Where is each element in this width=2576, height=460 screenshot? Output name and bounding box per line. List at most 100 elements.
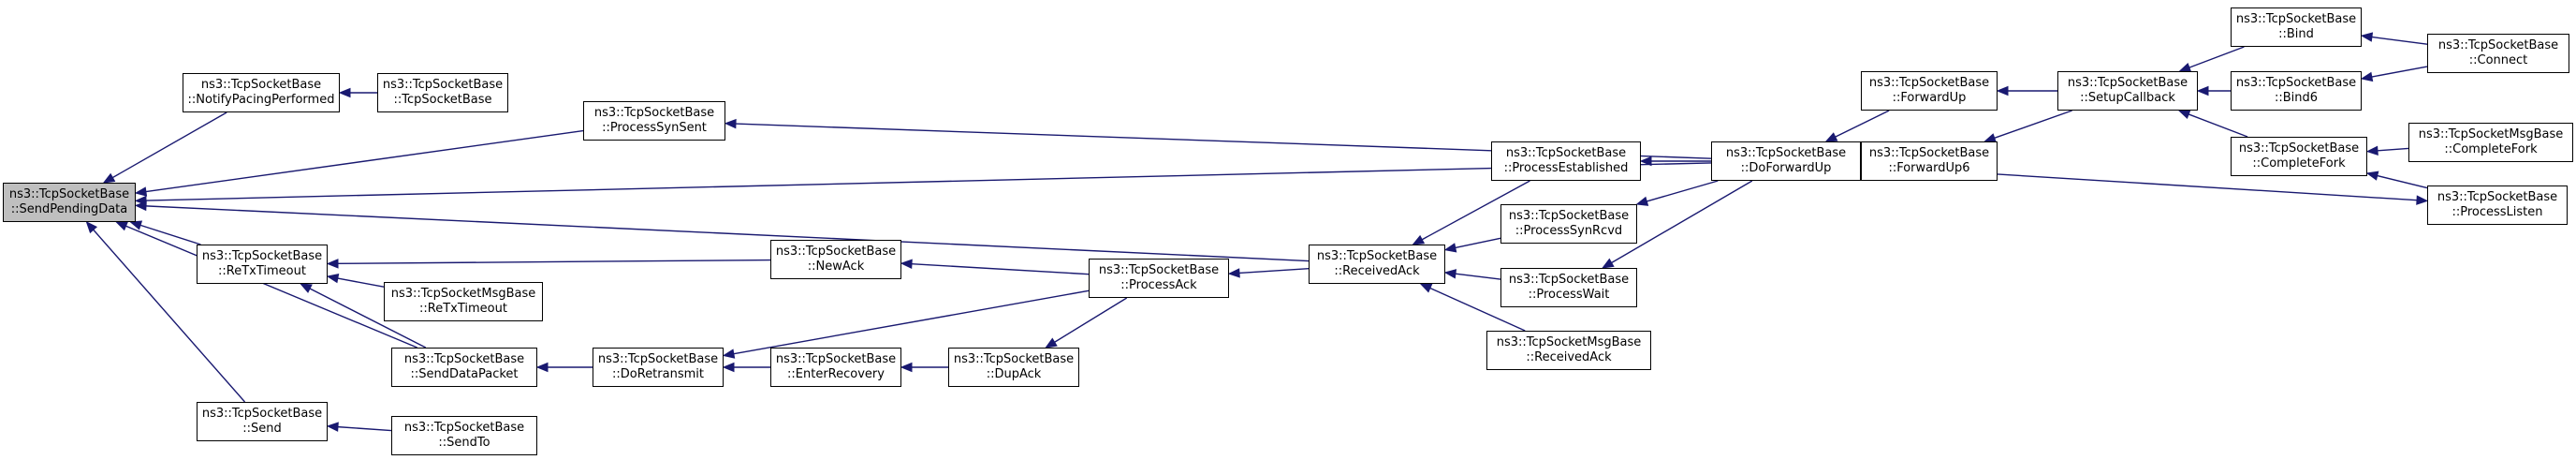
node-method-label: ::Bind — [2278, 27, 2314, 41]
call-edge — [1238, 268, 1310, 275]
graph-node[interactable]: ns3::TcpSocketBase::ProcessEstablished — [1491, 141, 1641, 181]
graph-node[interactable]: ns3::TcpSocketBase::Connect — [2427, 34, 2569, 73]
graph-node[interactable]: ns3::TcpSocketBase::DoForwardUp — [1711, 141, 1861, 181]
arrowhead-icon — [1045, 337, 1058, 349]
graph-node[interactable]: ns3::TcpSocketBase::SetupCallback — [2057, 71, 2198, 111]
graph-node[interactable]: ns3::TcpSocketBase::ReTxTimeout — [197, 245, 328, 284]
node-namespace-label: ns3::TcpSocketMsgBase — [2418, 127, 2564, 141]
graph-node[interactable]: ns3::TcpSocketBase::NewAck — [770, 240, 901, 279]
node-method-label: ::ForwardUp6 — [1888, 161, 1970, 175]
arrowhead-icon — [1601, 258, 1615, 269]
graph-node[interactable]: ns3::TcpSocketBase::ForwardUp6 — [1861, 141, 1998, 181]
node-namespace-label: ns3::TcpSocketBase — [2235, 76, 2357, 90]
arrowhead-icon — [900, 362, 913, 373]
call-edge — [1429, 287, 1526, 332]
arrowhead-icon — [115, 221, 128, 231]
node-namespace-label: ns3::TcpSocketBase — [2437, 190, 2558, 204]
arrowhead-icon — [326, 273, 340, 284]
call-edge — [309, 288, 427, 349]
node-namespace-label: ns3::TcpSocketBase — [8, 187, 130, 201]
arrowhead-icon — [134, 200, 147, 212]
call-edge — [2188, 113, 2248, 138]
node-method-label: ::SendDataPacket — [410, 367, 519, 381]
node-method-label: ::ReceivedAck — [1526, 350, 1612, 364]
node-method-label: ::Send — [242, 422, 282, 436]
call-edge — [93, 229, 246, 403]
call-edge — [145, 205, 1310, 262]
node-method-label: ::SendTo — [438, 436, 490, 450]
node-namespace-label: ns3::TcpSocketBase — [1508, 209, 1630, 223]
node-method-label: ::TcpSocketBase — [393, 93, 492, 107]
graph-node[interactable]: ns3::TcpSocketMsgBase::CompleteFork — [2408, 123, 2573, 162]
arrowhead-icon — [1639, 156, 1652, 167]
node-namespace-label: ns3::TcpSocketBase — [201, 249, 323, 263]
graph-node[interactable]: ns3::TcpSocketBase::SendDataPacket — [391, 348, 537, 387]
graph-node[interactable]: ns3::TcpSocketBase::DupAck — [948, 348, 1079, 387]
arrowhead-icon — [1227, 268, 1240, 278]
node-method-label: ::DoForwardUp — [1740, 161, 1832, 175]
arrowhead-icon — [535, 362, 549, 373]
arrowhead-icon — [2360, 32, 2374, 42]
call-edge — [2188, 46, 2245, 68]
node-method-label: ::Bind6 — [2274, 91, 2319, 105]
graph-node[interactable]: ns3::TcpSocketBase::Bind6 — [2231, 71, 2362, 111]
arrowhead-icon — [326, 259, 339, 269]
arrowhead-icon — [1419, 283, 1433, 293]
arrowhead-icon — [1443, 269, 1457, 279]
node-method-label: ::ReTxTimeout — [218, 264, 306, 278]
call-edge — [2377, 174, 2428, 189]
node-namespace-label: ns3::TcpSocketBase — [1508, 273, 1630, 287]
arrowhead-icon — [2360, 71, 2374, 82]
node-namespace-label: ns3::TcpSocketBase — [1868, 146, 1990, 160]
graph-node[interactable]: ns3::TcpSocketMsgBase::ReTxTimeout — [384, 282, 543, 321]
node-namespace-label: ns3::TcpSocketBase — [1316, 249, 1438, 263]
call-edge — [337, 277, 385, 288]
graph-node[interactable]: ns3::TcpSocketBase::ForwardUp — [1861, 71, 1998, 111]
node-method-label: ::ProcessListen — [2452, 205, 2543, 219]
graph-node[interactable]: ns3::TcpSocketBase::EnterRecovery — [770, 348, 901, 387]
node-namespace-label: ns3::TcpSocketBase — [382, 78, 504, 92]
node-method-label: ::Connect — [2468, 53, 2528, 67]
graph-node[interactable]: ns3::TcpSocketBase::SendTo — [391, 416, 537, 455]
node-namespace-label: ns3::TcpSocketBase — [593, 106, 715, 120]
graph-node[interactable]: ns3::TcpSocketBase::ReceivedAck — [1309, 245, 1445, 284]
graph-node[interactable]: ns3::TcpSocketBase::TcpSocketBase — [377, 73, 508, 112]
graph-node[interactable]: ns3::TcpSocketBase::ProcessAck — [1089, 259, 1229, 298]
graph-node[interactable]: ns3::TcpSocketBase::Bind — [2231, 7, 2362, 47]
arrowhead-icon — [900, 259, 913, 269]
node-namespace-label: ns3::TcpSocketMsgBase — [390, 287, 536, 301]
arrowhead-icon — [2196, 85, 2209, 96]
graph-node[interactable]: ns3::TcpSocketBase::SendPendingData — [3, 183, 136, 222]
arrowhead-icon — [2416, 195, 2429, 205]
graph-node[interactable]: ns3::TcpSocketBase::ProcessWait — [1500, 268, 1637, 307]
arrowhead-icon — [1824, 132, 1838, 142]
arrowhead-icon — [338, 87, 351, 98]
node-method-label: ::ReTxTimeout — [419, 302, 507, 316]
graph-node[interactable]: ns3::TcpSocketBase::DoRetransmit — [593, 348, 724, 387]
call-edge — [1455, 237, 1501, 249]
call-edge — [2377, 147, 2409, 152]
node-namespace-label: ns3::TcpSocketBase — [1098, 263, 1220, 277]
node-namespace-label: ns3::TcpSocketBase — [2437, 38, 2559, 52]
node-method-label: ::ForwardUp — [1892, 91, 1967, 105]
arrowhead-icon — [1996, 85, 2009, 96]
graph-node[interactable]: ns3::TcpSocketBase::ProcessSynSent — [583, 101, 725, 141]
arrowhead-icon — [1635, 196, 1649, 206]
arrowhead-icon — [1443, 243, 1457, 253]
graph-node[interactable]: ns3::TcpSocketBase::ProcessSynRcvd — [1500, 204, 1637, 244]
graph-node[interactable]: ns3::TcpSocketBase::Send — [197, 402, 328, 441]
call-edge — [1647, 180, 1719, 202]
graph-node[interactable]: ns3::TcpSocketBase::ProcessListen — [2427, 185, 2568, 225]
call-edge — [125, 225, 417, 349]
call-edge — [337, 259, 771, 265]
call-edge — [911, 262, 1090, 275]
graph-node[interactable]: ns3::TcpSocketBase::NotifyPacingPerforme… — [183, 73, 340, 112]
call-edge — [1054, 297, 1128, 343]
arrowhead-icon — [300, 283, 313, 293]
node-namespace-label: ns3::TcpSocketBase — [2235, 12, 2357, 26]
graph-node[interactable]: ns3::TcpSocketBase::CompleteFork — [2231, 137, 2367, 176]
node-method-label: ::NewAck — [807, 260, 865, 274]
graph-node[interactable]: ns3::TcpSocketMsgBase::ReceivedAck — [1486, 331, 1651, 370]
call-edge — [145, 129, 584, 193]
node-method-label: ::NotifyPacingPerformed — [187, 93, 335, 107]
